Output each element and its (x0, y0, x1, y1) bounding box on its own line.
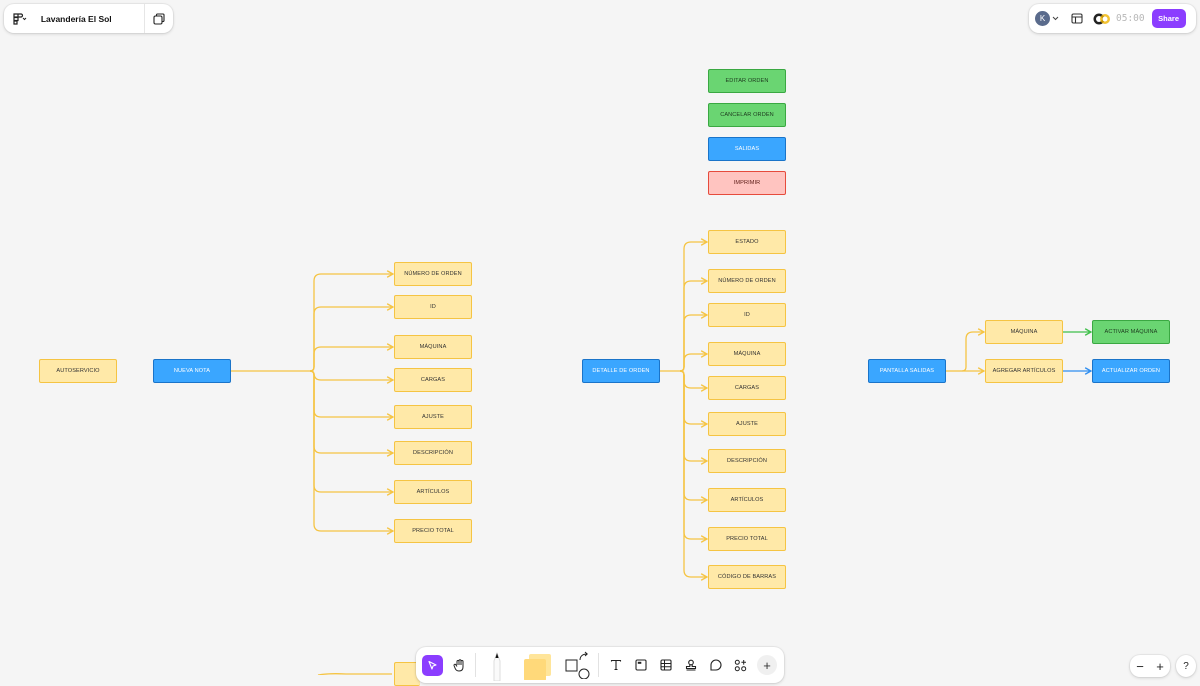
connector-arrow (309, 370, 393, 492)
timer-button[interactable]: 05:00 (1092, 4, 1145, 33)
layout-icon (1071, 13, 1083, 24)
zoom-controls: − + (1130, 655, 1170, 677)
avatar-letter: K (1039, 14, 1046, 23)
connector-arrow (309, 370, 393, 453)
hand-tool-button[interactable] (447, 653, 471, 677)
node-ps-agregar-articulos[interactable]: AGREGAR ARTÍCULOS (985, 359, 1063, 383)
connector-arrow (679, 354, 707, 372)
node-editar-orden[interactable]: EDITAR ORDEN (708, 69, 786, 93)
node-nn-cargas[interactable]: CARGAS (394, 368, 472, 392)
zoom-out-button[interactable]: − (1136, 658, 1144, 674)
cursor-icon (428, 660, 437, 670)
node-detalle-orden[interactable]: DETALLE DE ORDEN (582, 359, 660, 383)
node-nn-numero-orden[interactable]: NÚMERO DE ORDEN (394, 262, 472, 286)
add-label: + (763, 657, 771, 673)
creation-toolbar: + (416, 647, 784, 683)
pages-button[interactable] (145, 4, 173, 33)
node-activar-maquina[interactable]: ACTIVAR MÁQUINA (1092, 320, 1170, 344)
node-do-descripcion[interactable]: DESCRIPCIÓN (708, 449, 786, 473)
node-salidas[interactable]: SALIDAS (708, 137, 786, 161)
help-label: ? (1183, 660, 1189, 672)
node-do-cargas[interactable]: CARGAS (708, 376, 786, 400)
avatar: K (1035, 11, 1050, 26)
timer-icon (1093, 13, 1110, 24)
marker-icon (493, 651, 501, 681)
node-cancelar-orden[interactable]: CANCELAR ORDEN (708, 103, 786, 127)
text-icon (610, 659, 621, 671)
connector-arrow (309, 370, 393, 417)
file-name[interactable]: Lavandería El Sol (40, 13, 112, 24)
sticky-note-tool-button[interactable] (518, 647, 558, 683)
apps-icon (734, 659, 747, 671)
node-nn-maquina[interactable]: MÁQUINA (394, 335, 472, 359)
node-do-maquina[interactable]: MÁQUINA (708, 342, 786, 366)
zoom-in-button[interactable]: + (1156, 658, 1164, 674)
share-button[interactable]: Share (1151, 9, 1186, 28)
node-do-id[interactable]: ID (708, 303, 786, 327)
node-pantalla-salidas[interactable]: PANTALLA SALIDAS (868, 359, 946, 383)
node-nn-id[interactable]: ID (394, 295, 472, 319)
connector-arrow (961, 332, 984, 372)
figjam-logo-icon (13, 12, 27, 25)
file-panel: Lavandería El Sol (4, 4, 173, 33)
shape-connector-tool-button[interactable] (562, 647, 594, 683)
table-icon (659, 659, 672, 671)
timer-display: 05:00 (1116, 13, 1145, 24)
connector-arrow (309, 370, 393, 531)
node-nn-ajuste[interactable]: AJUSTE (394, 405, 472, 429)
avatar-button[interactable]: K (1035, 11, 1059, 26)
shapes-icon (565, 651, 590, 679)
node-do-codigo-barras[interactable]: CÓDIGO DE BARRAS (708, 565, 786, 589)
comment-icon (709, 659, 721, 671)
text-tool-button[interactable] (603, 653, 628, 677)
main-menu-button[interactable] (4, 4, 34, 33)
collab-panel: K 05:00 Share (1029, 4, 1196, 33)
node-nueva-nota[interactable]: NUEVA NOTA (153, 359, 231, 383)
node-nn-articulos[interactable]: ARTÍCULOS (394, 480, 472, 504)
move-tool-button[interactable] (422, 654, 443, 676)
comment-tool-button[interactable] (703, 653, 728, 677)
toolbar-divider (475, 653, 476, 677)
marker-tool-button[interactable] (480, 647, 514, 683)
connector-arrow (679, 370, 707, 577)
node-do-ajuste[interactable]: AJUSTE (708, 412, 786, 436)
stamp-tool-button[interactable] (678, 653, 703, 677)
node-do-articulos[interactable]: ARTÍCULOS (708, 488, 786, 512)
node-nn-descripcion[interactable]: DESCRIPCIÓN (394, 441, 472, 465)
stamp-icon (685, 659, 696, 671)
table-tool-button[interactable] (653, 653, 678, 677)
help-button[interactable]: ? (1176, 655, 1196, 677)
node-do-precio-total[interactable]: PRECIO TOTAL (708, 527, 786, 551)
node-ps-maquina[interactable]: MÁQUINA (985, 320, 1063, 344)
connector-arrow (309, 347, 393, 372)
node-do-numero-orden[interactable]: NÚMERO DE ORDEN (708, 269, 786, 293)
chevron-down-icon (1052, 16, 1059, 21)
toolbar-divider (598, 653, 599, 677)
pages-icon (153, 12, 165, 25)
more-tools-button[interactable] (728, 653, 753, 677)
hand-icon (453, 658, 463, 672)
node-autoservicio[interactable]: AUTOSERVICIO (39, 359, 117, 383)
node-imprimir[interactable]: IMPRIMIR (708, 171, 786, 195)
section-icon (634, 659, 647, 671)
sticky-note-icon (524, 654, 551, 680)
connector-arrow (309, 307, 393, 372)
connector-arrow (309, 274, 393, 372)
node-do-estado[interactable]: ESTADO (708, 230, 786, 254)
node-nn-precio-total[interactable]: PRECIO TOTAL (394, 519, 472, 543)
node-actualizar-orden[interactable]: ACTUALIZAR ORDEN (1092, 359, 1170, 383)
add-button[interactable]: + (757, 655, 777, 675)
connector-arrow (309, 370, 393, 380)
section-tool-button[interactable] (628, 653, 653, 677)
layout-button[interactable] (1064, 4, 1090, 33)
